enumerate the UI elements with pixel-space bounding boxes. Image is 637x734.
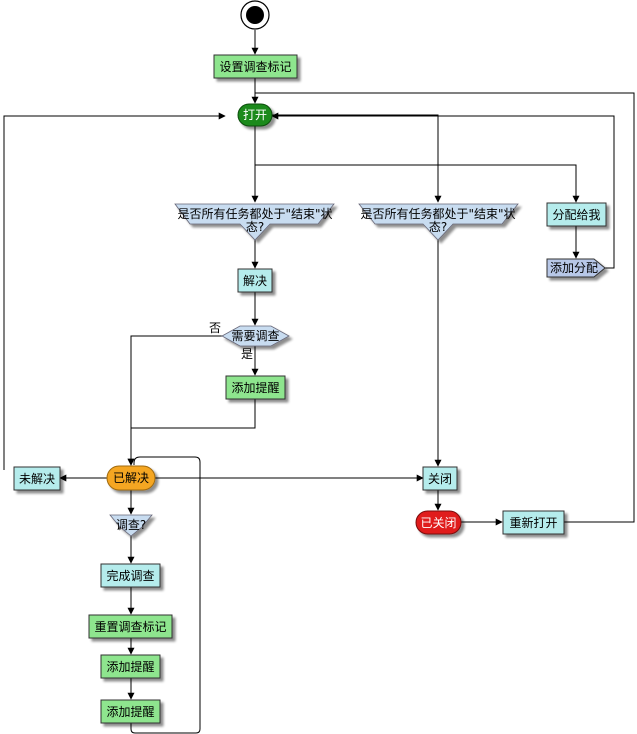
edge-open-q2 (270, 114, 442, 203)
action-set-flag[interactable] (213, 54, 298, 79)
action-add-reminder-3-label: 添加提醒 (106, 704, 154, 719)
action-add-reminder-1-label: 添加提醒 (231, 380, 279, 395)
edge-reminder3-resolved (130, 456, 201, 734)
decision-need-investigation-label: 需要调查 (231, 329, 279, 343)
decision-investigate-label: 调查? (116, 518, 146, 532)
state-resolved-label: 已解决 (113, 471, 149, 485)
action-reset-flag[interactable] (88, 614, 173, 639)
action-finish-investigation[interactable] (100, 563, 161, 588)
action-reopen-label: 重新打开 (509, 515, 557, 530)
action-assign-me[interactable] (546, 202, 607, 227)
signal-add-assign-label: 添加分配 (550, 261, 598, 275)
action-reset-flag-label: 重置调查标记 (94, 620, 166, 634)
state-closed[interactable] (415, 510, 462, 535)
action-add-reminder-3[interactable] (100, 699, 161, 724)
action-close[interactable] (422, 466, 458, 491)
action-add-reminder-1[interactable] (225, 375, 286, 400)
decision-all-done-2[interactable] (358, 203, 519, 241)
edge-unresolved-open (3, 112, 226, 470)
state-open[interactable] (237, 103, 273, 127)
action-add-reminder-2[interactable] (100, 654, 161, 679)
decision-all-done-1-label-a: 是否所有任务都处于"结束"状 (177, 206, 332, 221)
decision-all-done-1[interactable] (174, 203, 335, 241)
decision-investigate[interactable] (109, 514, 153, 537)
edges (3, 30, 635, 734)
action-resolve[interactable] (237, 268, 273, 293)
decision-all-done-1-label-b: 态? (246, 220, 264, 234)
decision-all-done-2-label-a: 是否所有任务都处于"结束"状 (360, 206, 515, 221)
action-add-reminder-2-label: 添加提醒 (106, 659, 154, 674)
signal-add-assign[interactable] (546, 258, 606, 278)
action-reopen[interactable] (502, 510, 565, 535)
decision-all-done-2-label-b: 态? (429, 220, 447, 234)
edge-reminder-resolved (127, 399, 256, 466)
action-assign-me-label: 分配给我 (552, 208, 600, 222)
action-unresolved-label: 未解决 (19, 472, 55, 486)
edge-label-no: 否 (209, 321, 221, 335)
start-node (240, 0, 270, 30)
state-open-label: 打开 (243, 108, 267, 122)
action-resolve-label: 解决 (243, 274, 267, 288)
edge-addassign-open (271, 112, 615, 269)
state-resolved[interactable] (106, 465, 156, 491)
action-finish-investigation-label: 完成调查 (106, 568, 154, 583)
edge-need-no-resolved (127, 335, 222, 466)
edge-label-yes: 是 (241, 347, 253, 361)
action-unresolved[interactable] (13, 466, 61, 491)
action-close-label: 关闭 (428, 472, 452, 486)
state-closed-label: 已关闭 (420, 516, 456, 530)
edge-reopen-open (255, 92, 635, 523)
action-set-flag-label: 设置调查标记 (219, 60, 291, 74)
edge-open-assign (254, 126, 580, 203)
decision-need-investigation[interactable] (221, 325, 290, 347)
